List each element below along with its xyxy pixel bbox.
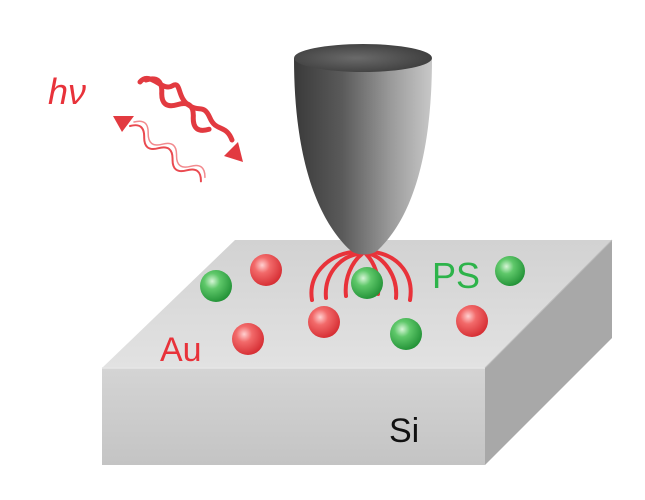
incident-wave-icon <box>137 75 243 162</box>
particles <box>200 254 525 355</box>
au-particle <box>232 323 264 355</box>
ps-particle <box>495 256 525 286</box>
si-label: Si <box>389 412 419 450</box>
substrate-top-face <box>102 240 612 368</box>
substrate-front-face <box>102 368 485 465</box>
au-particle <box>308 306 340 338</box>
photon-label: hν <box>48 71 86 112</box>
afm-tip-icon <box>294 44 432 255</box>
ps-particle <box>351 267 383 299</box>
ps-label: PS <box>432 255 480 296</box>
si-substrate <box>102 239 613 465</box>
au-particle <box>250 254 282 286</box>
au-particle <box>456 305 488 337</box>
ps-particle <box>200 270 232 302</box>
au-label: Au <box>160 331 202 369</box>
scattered-wave-icon <box>113 116 206 183</box>
substrate-side-face <box>485 240 612 465</box>
ps-particle <box>390 318 422 350</box>
